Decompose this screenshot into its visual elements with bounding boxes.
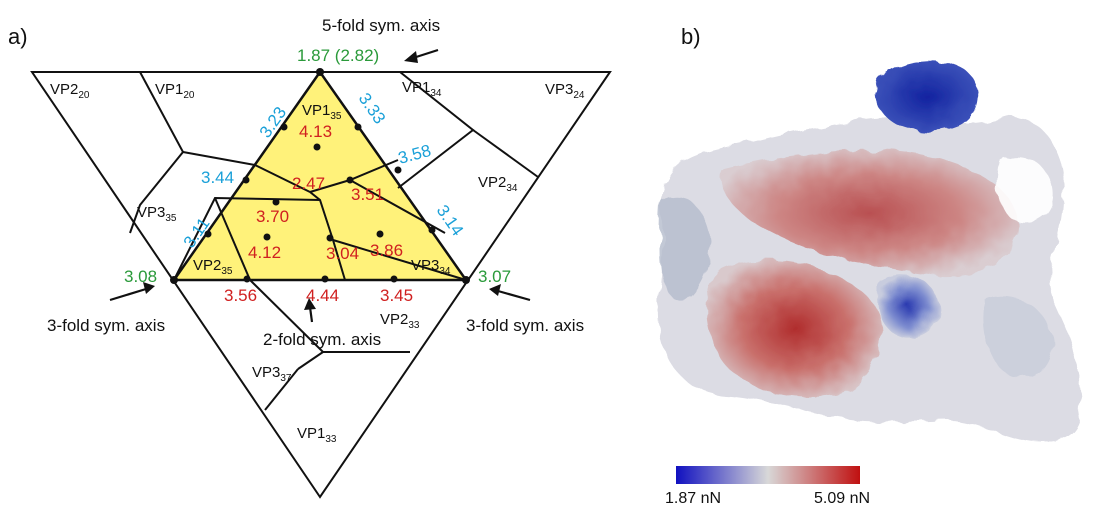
protein-label-vp3-37: VP337 [252,364,292,384]
protein-label-vp1-34: VP134 [402,79,442,99]
interior-value-lower-right: 3.86 [370,241,403,260]
protein-label-vp1-33: VP133 [297,425,337,445]
interior-value-vp1: 4.13 [299,122,332,141]
three-fold-axis-right-label: 3-fold sym. axis [466,316,584,335]
interior-value-right-center: 3.51 [351,185,384,204]
protein-label-vp3-24: VP324 [545,81,585,101]
capsid-surface-rendering [658,61,1082,443]
protein-label-vp2-20: VP220 [50,81,90,101]
panel-a-label: a) [8,24,28,49]
bottom-value-middle: 4.44 [306,286,339,305]
colorbar-min-label: 1.87 nN [665,490,721,507]
protein-boundaries [129,71,539,411]
protein-label-vp2-34: VP234 [478,174,518,194]
vertex-value-left: 3.08 [124,267,157,286]
protein-label-vp1-35: VP135 [302,102,342,122]
axis-arrows [109,48,531,323]
colorbar [676,466,860,484]
protein-label-vp3-34: VP334 [411,257,451,277]
marker-dots [170,68,470,284]
protein-label-vp1-20: VP120 [155,81,195,101]
edge-value-right-lower: 3.14 [433,201,468,239]
two-fold-axis-label: 2-fold sym. axis [263,330,381,349]
protein-label-vp2-33: VP233 [380,311,420,331]
edge-value-top-right: 3.33 [355,89,390,127]
vertex-value-top: 1.87 (2.82) [297,46,379,65]
vertex-value-right: 3.07 [478,267,511,286]
five-fold-axis-label: 5-fold sym. axis [322,16,440,35]
edge-value-right-upper: 3.58 [396,141,433,168]
bottom-value-left: 3.56 [224,286,257,305]
colorbar-max-label: 5.09 nN [814,490,870,507]
asymmetric-unit-triangle [171,69,469,282]
interior-value-lower-mid: 3.04 [326,244,359,263]
three-fold-axis-left-label: 3-fold sym. axis [47,316,165,335]
bottom-value-right: 3.45 [380,286,413,305]
protein-label-vp2-35: VP235 [193,257,233,277]
edge-value-left-mid: 3.44 [201,168,234,187]
panel-b-label: b) [681,24,701,49]
protein-label-vp3-35: VP335 [137,204,177,224]
interior-value-center: 2.47 [292,174,325,193]
interior-value-left-center: 3.70 [256,207,289,226]
interior-value-lower-left: 4.12 [248,243,281,262]
